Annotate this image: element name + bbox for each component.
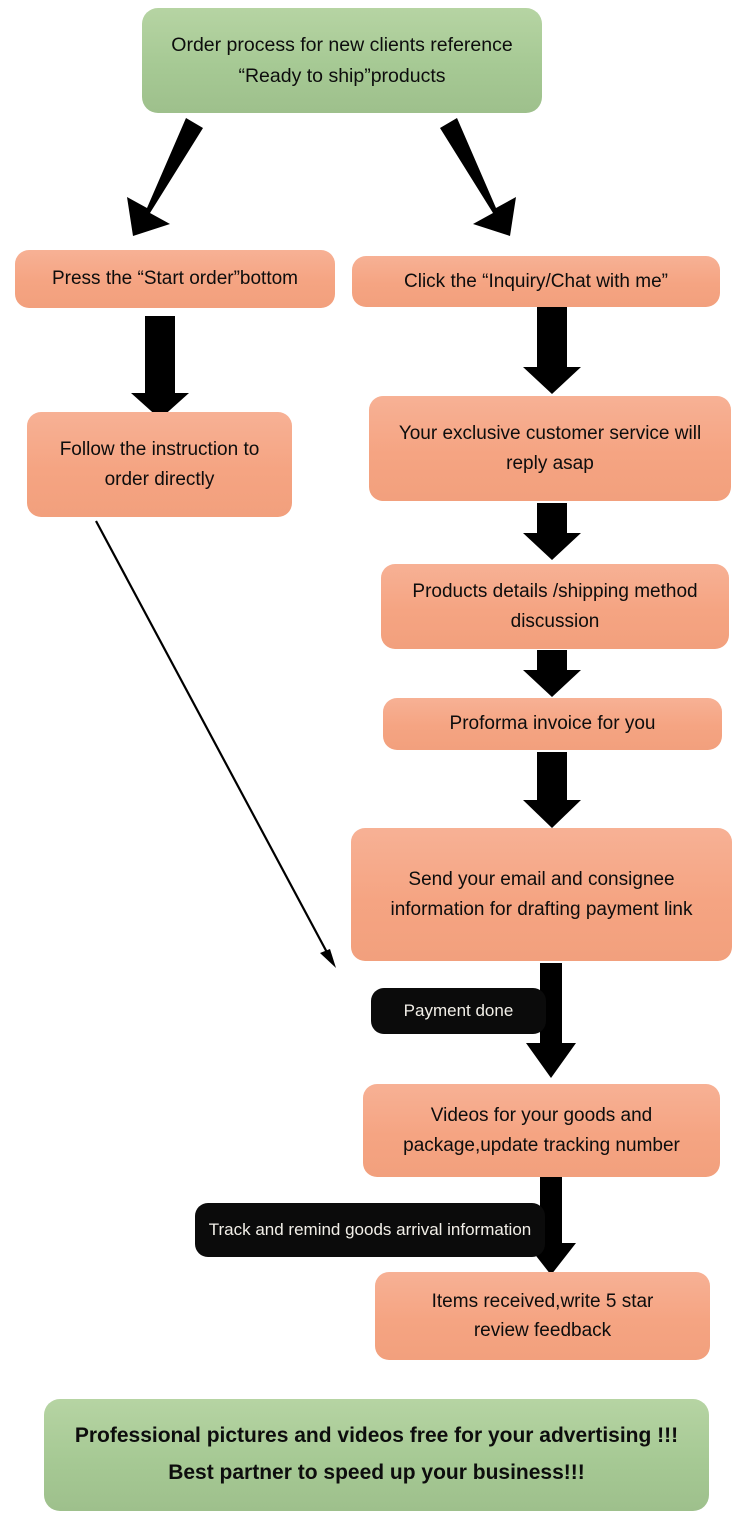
thick-vertical-arrow-right-4 (523, 752, 581, 828)
left-step-2-line-2: order directly (104, 468, 215, 490)
header-line-2: “Ready to ship”products (238, 64, 446, 87)
thick-vertical-arrow-right-2 (523, 503, 581, 560)
thick-diagonal-arrow-down-left (127, 118, 203, 236)
right-step-7-line-2: review feedback (473, 1320, 612, 1341)
header-line-1: Order process for new clients reference (171, 34, 513, 57)
thick-vertical-arrow-left-1 (131, 316, 189, 419)
right-step-click-inquiry-chat: Click the “Inquiry/Chat with me” (352, 256, 720, 307)
right-step-3-line-1: Products details /shipping method (412, 581, 698, 603)
footer-line-2: Best partner to speed up your business!!… (168, 1461, 585, 1484)
thick-diagonal-arrow-down-right (440, 118, 516, 236)
right-step-5-line-1: Send your email and consignee (408, 869, 675, 891)
payment-done-text: Payment done (403, 1000, 514, 1020)
right-step-6-line-1: Videos for your goods and (430, 1105, 653, 1127)
thick-vertical-arrow-right-1 (523, 304, 581, 394)
right-step-7-line-1: Items received,write 5 star (431, 1290, 654, 1312)
right-step-1-label: Click the “Inquiry/Chat with me” (404, 270, 668, 292)
left-step-2-line-1: Follow the instruction to (59, 439, 260, 461)
right-step-6-line-2: package,update tracking number (403, 1134, 680, 1156)
right-step-2-line-2: reply asap (506, 452, 594, 474)
footer-line-1: Professional pictures and videos free fo… (74, 1424, 679, 1448)
right-step-5-line-2: information for drafting payment link (390, 898, 693, 920)
right-step-proforma-invoice: Proforma invoice for you (383, 698, 722, 750)
right-step-2-line-1: Your exclusive customer service will (398, 423, 702, 445)
left-step-follow-instruction: Follow the instruction to order directly (27, 412, 292, 517)
track-and-remind-text: Track and remind goods arrival informati… (208, 1219, 532, 1239)
label-payment-done: Payment done (371, 988, 546, 1034)
left-step-press-start-order: Press the “Start order”bottom (15, 250, 335, 308)
right-step-customer-service-reply: Your exclusive customer service will rep… (369, 396, 731, 501)
label-track-and-remind: Track and remind goods arrival informati… (195, 1203, 545, 1257)
thin-diagonal-arrow-to-payment-step (95, 520, 336, 968)
right-step-products-details-shipping: Products details /shipping method discus… (381, 564, 729, 649)
header-box: Order process for new clients reference … (142, 8, 542, 113)
right-step-3-line-2: discussion (510, 610, 600, 632)
thick-vertical-arrow-right-3 (523, 650, 581, 697)
right-step-send-email-consignee: Send your email and consignee informatio… (351, 828, 732, 961)
left-step-1-label: Press the “Start order”bottom (51, 268, 299, 290)
footer-box: Professional pictures and videos free fo… (44, 1399, 709, 1511)
right-step-videos-tracking: Videos for your goods and package,update… (363, 1084, 720, 1177)
right-step-items-received-review: Items received,write 5 star review feedb… (375, 1272, 710, 1360)
right-step-4-label: Proforma invoice for you (449, 713, 656, 735)
